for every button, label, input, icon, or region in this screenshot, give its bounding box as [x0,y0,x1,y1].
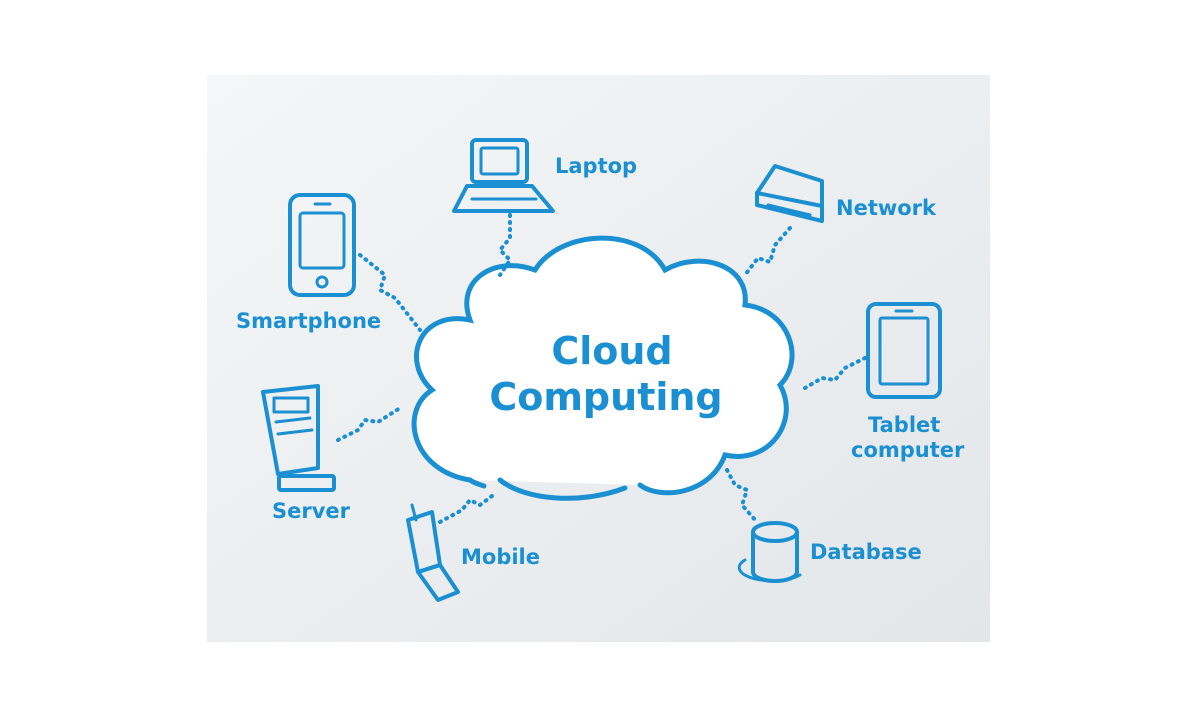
label-database: Database [810,540,922,564]
connector-mobile [438,491,498,524]
connector-laptop [497,213,513,277]
connector-database [725,468,759,524]
label-laptop: Laptop [555,154,637,178]
network-device-icon [755,164,824,223]
label-network: Network [836,196,937,220]
connector-server [336,406,402,442]
connector-network [743,226,792,277]
laptop-icon [452,138,555,213]
label-tablet-line1: Tablet [868,413,940,437]
connector-tablet [803,356,867,390]
tablet-icon [866,302,942,399]
database-icon [737,521,802,583]
label-mobile: Mobile [461,545,540,569]
label-server: Server [272,499,351,523]
label-tablet-line2: computer [851,438,965,462]
center-title-line2: Computing [489,375,722,419]
cloud-icon [411,235,795,501]
smartphone-icon [288,193,356,297]
server-icon [261,384,336,492]
mobile-phone-icon [406,503,460,602]
connectors [336,213,867,524]
center-title-line1: Cloud [551,329,672,373]
connector-smartphone [358,253,422,332]
label-smartphone: Smartphone [236,309,381,333]
